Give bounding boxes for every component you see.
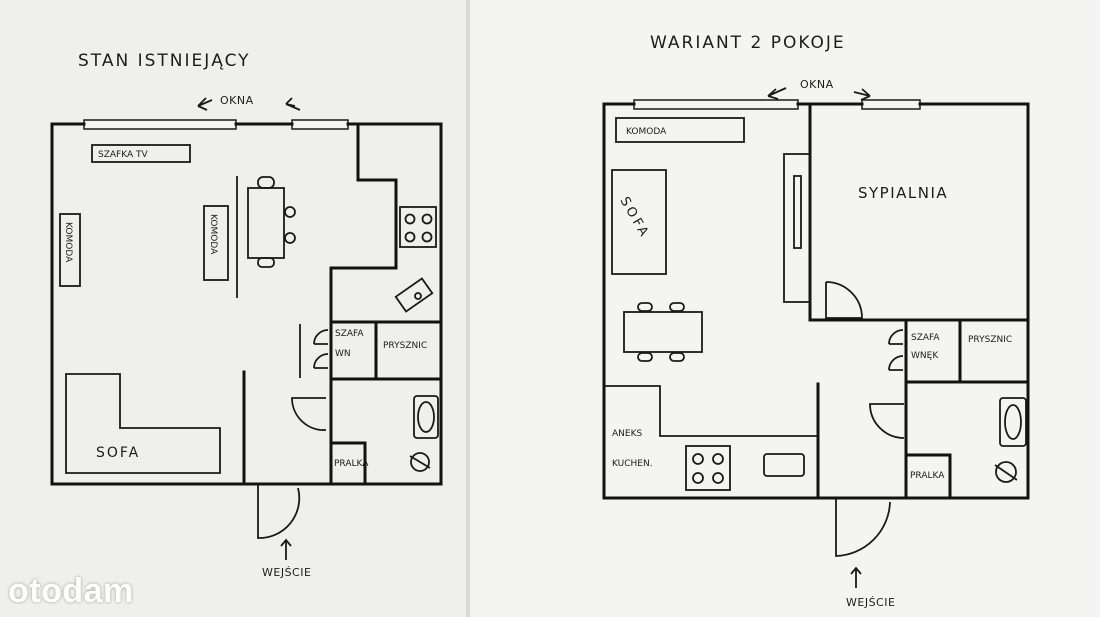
right-tv: [793, 175, 802, 249]
right-window-large: [633, 99, 799, 110]
left-plan-title: STAN ISTNIEJĄCY: [78, 51, 251, 71]
right-dresser-label: KOMODA: [626, 127, 667, 137]
left-entrance-door: [257, 484, 301, 539]
right-dining-table: [623, 311, 703, 353]
left-sink-drain: [414, 292, 422, 300]
left-tv-cabinet: [91, 144, 191, 163]
left-window-small: [291, 119, 349, 130]
right-burner: [692, 472, 704, 484]
right-washer-label: PRALKA: [910, 471, 945, 481]
left-chair: [284, 232, 296, 244]
left-shower-label: PRYSZNIC: [383, 341, 427, 351]
left-entrance-label: WEJŚCIE: [262, 566, 311, 579]
left-dresser-vertical-label: KOMODA: [63, 222, 73, 263]
left-cooktop: [399, 206, 437, 248]
right-sofa: [611, 169, 667, 275]
right-chair: [637, 352, 653, 362]
left-windows-arrow-1: [197, 97, 213, 111]
right-bathroom-door: [869, 403, 905, 439]
right-kitchen-sink: [763, 453, 805, 477]
left-burner: [421, 213, 433, 225]
right-entrance-label: WEJŚCIE: [846, 596, 895, 609]
left-floor-plan: STAN ISTNIEJĄCY OKNA SZAFKA TV KOMODA KO…: [50, 51, 443, 579]
left-bathroom-door: [291, 397, 327, 431]
left-burner: [421, 231, 433, 243]
right-wardrobe-label-1: SZAFA: [911, 333, 940, 343]
left-chair: [257, 257, 275, 268]
right-entrance-door: [835, 498, 891, 557]
left-sofa-label: SOFA: [96, 445, 140, 461]
left-burner: [404, 231, 416, 243]
left-dresser-center: [203, 205, 229, 281]
right-wardrobe-doors: [888, 329, 904, 371]
right-plan-title: WARIANT 2 POKOJE: [650, 33, 846, 53]
right-shower-label: PRYSZNIC: [968, 335, 1012, 345]
right-wardrobe-label-2: WNĘK: [911, 351, 939, 361]
left-toilet: [410, 452, 430, 472]
left-wardrobe-label-1: SZAFA: [335, 329, 364, 339]
right-burner: [712, 472, 724, 484]
right-burner: [692, 453, 704, 465]
right-window-small: [861, 99, 921, 110]
left-wardrobe-doors: [313, 329, 329, 369]
left-chair: [284, 206, 296, 218]
right-kitchen-label-1: ANEKS: [612, 429, 642, 439]
left-windows-label: OKNA: [220, 94, 254, 107]
right-sofa-label: SOFA: [617, 195, 653, 242]
right-burner: [712, 453, 724, 465]
left-bathtub-basin: [417, 401, 435, 433]
right-toilet: [995, 461, 1017, 483]
right-cooktop: [685, 445, 731, 491]
right-bedroom-label: SYPIALNIA: [858, 184, 948, 202]
right-chair: [669, 302, 685, 312]
left-tv-cabinet-label: SZAFKA TV: [98, 150, 148, 160]
right-kitchen-label-2: KUCHEN.: [612, 459, 653, 469]
left-kitchen-wall: [329, 122, 398, 486]
right-toilet-mark: [994, 464, 1018, 481]
left-entrance-arrow: [280, 538, 292, 560]
right-bathtub-basin: [1004, 404, 1022, 440]
left-toilet-mark: [409, 455, 431, 469]
right-windows-arrow-2: [853, 88, 871, 101]
right-windows-label: OKNA: [800, 78, 834, 91]
right-kitchen-counter: [604, 385, 818, 437]
right-bathtub: [999, 397, 1027, 447]
left-bathroom-walls: [329, 320, 443, 486]
left-wardrobe-label-2: WN: [335, 349, 351, 359]
left-dresser-vertical: [59, 213, 81, 287]
right-chair: [637, 302, 653, 312]
left-windows-arrow-2: [285, 97, 301, 111]
right-bedroom-wall: [808, 102, 1030, 322]
left-outer-walls: [50, 122, 443, 486]
right-outer-walls: [602, 102, 1030, 500]
left-sofa: [65, 373, 221, 474]
right-chair: [669, 352, 685, 362]
right-bathroom-walls: [904, 318, 1030, 500]
right-bedroom-door: [825, 281, 863, 319]
left-dresser-center-label: KOMODA: [208, 214, 218, 255]
left-bathtub: [413, 395, 439, 439]
otodam-watermark-logo: otodam: [8, 572, 134, 610]
right-tv-wall-unit: [783, 153, 811, 303]
left-burner: [404, 213, 416, 225]
left-dining-table: [247, 187, 285, 259]
right-entrance-arrow: [850, 566, 862, 588]
left-chair: [257, 176, 275, 189]
left-window-large: [83, 119, 237, 130]
left-paper-sheet: [0, 0, 466, 617]
right-floor-plan: WARIANT 2 POKOJE OKNA KOMODA SOFA SYPIAL…: [602, 33, 1030, 609]
right-windows-arrow-1: [767, 87, 787, 100]
right-dresser: [615, 117, 745, 143]
left-kitchen-sink: [394, 277, 434, 313]
left-washer-label: PRALKA: [334, 459, 369, 469]
